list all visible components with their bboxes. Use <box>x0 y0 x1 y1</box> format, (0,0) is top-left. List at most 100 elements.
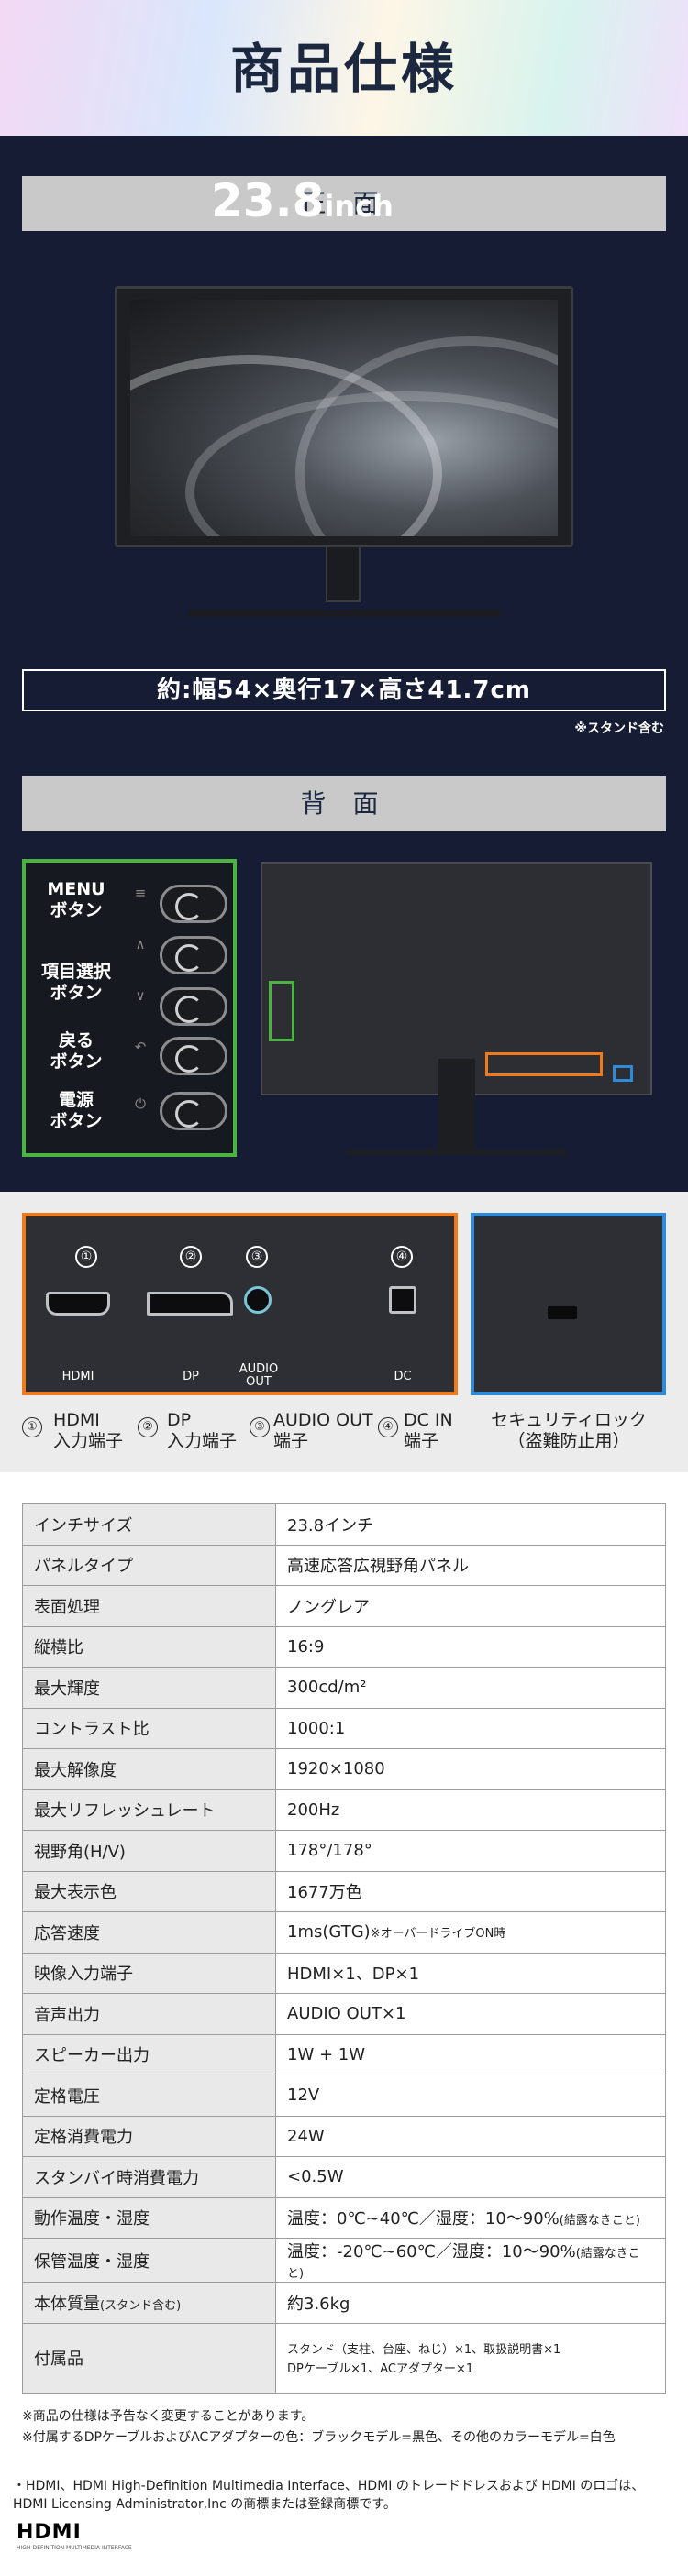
hdmi-logo: HDMI <box>17 2521 82 2544</box>
spec-key: 音声出力 <box>22 1993 276 2035</box>
buttons-highlight <box>269 981 294 1041</box>
dc-in-port-icon <box>389 1286 416 1314</box>
up-button-icon <box>160 936 227 974</box>
spec-key: 本体質量(スタンド含む) <box>22 2282 276 2324</box>
spec-value: 温度：0℃~40℃／湿度：10～90%(結露なきこと) <box>275 2196 666 2239</box>
security-slot-icon <box>548 1306 577 1319</box>
screen-size-label: 23.8inch <box>211 174 394 227</box>
back-section-label: 背 面 <box>22 776 666 831</box>
table-row: 保管温度・湿度温度：-20℃~60℃／湿度：10～90%(結露なきこと) <box>22 2238 666 2283</box>
monitor-back-stand-neck <box>438 1059 475 1155</box>
footer <box>0 2457 688 2576</box>
spec-value: 23.8インチ <box>275 1503 666 1546</box>
spec-key: パネルタイプ <box>22 1544 276 1586</box>
table-row: 本体質量(スタンド含む)約3.6kg <box>22 2282 666 2324</box>
power-symbol-icon: ⏻ <box>135 1095 146 1112</box>
spec-value: 1677万色 <box>275 1870 666 1912</box>
spec-key: 最大表示色 <box>22 1870 276 1912</box>
monitor-back-image <box>261 862 652 1095</box>
ports-highlight <box>485 1052 603 1076</box>
caption-number-3: ③ <box>250 1417 270 1437</box>
monitor-stand-foot <box>188 610 500 617</box>
spec-key: インチサイズ <box>22 1503 276 1546</box>
ports-closeup: ① HDMI ② DP ③ AUDIO OUT ④ DC <box>22 1213 458 1395</box>
title-banner: 商品仕様 <box>0 0 688 136</box>
spec-key: 視野角(H/V) <box>22 1830 276 1872</box>
spec-value: ノングレア <box>275 1585 666 1627</box>
monitor-screen <box>130 300 558 536</box>
spec-key: コントラスト比 <box>22 1707 276 1749</box>
page-title: 商品仕様 <box>229 38 458 100</box>
spec-key: 最大解像度 <box>22 1748 276 1790</box>
spec-value: 温度：-20℃~60℃／湿度：10～90%(結露なきこと) <box>275 2238 666 2283</box>
down-symbol-icon: ∨ <box>135 987 146 1004</box>
hdmi-logo-subtext: HIGH-DEFINITION MULTIMEDIA INTERFACE <box>17 2545 132 2551</box>
spec-key: 縦横比 <box>22 1625 276 1668</box>
up-symbol-icon: ∧ <box>135 936 146 952</box>
spec-value: 1W + 1W <box>275 2033 666 2075</box>
port-number-2: ② <box>180 1246 202 1268</box>
audio-out-port-icon <box>244 1286 272 1314</box>
spec-value: 約3.6kg <box>275 2282 666 2324</box>
footnote-2: ※付属するDPケーブルおよびACアダプターの色：ブラックモデル=黒色、その他のカ… <box>22 2430 616 2445</box>
menu-button-icon <box>160 885 227 923</box>
spec-key: 動作温度・湿度 <box>22 2196 276 2239</box>
security-lock-caption: セキュリティロック（盗難防止用） <box>491 1410 647 1451</box>
dp-port-icon <box>147 1292 233 1316</box>
spec-value: 200Hz <box>275 1789 666 1831</box>
dp-panel-label: DP <box>183 1370 199 1383</box>
spec-value: AUDIO OUT×1 <box>275 1993 666 2035</box>
security-lock-closeup <box>471 1213 666 1395</box>
table-row: 表面処理ノングレア <box>22 1585 666 1627</box>
spec-value: 1ms(GTG)※オーバードライブON時 <box>275 1911 666 1954</box>
power-button-label: 電源ボタン <box>50 1090 103 1131</box>
audio-out-panel-label: AUDIO OUT <box>239 1362 279 1389</box>
port-number-1: ① <box>75 1246 97 1268</box>
dc-panel-label: DC <box>394 1370 412 1383</box>
port-number-4: ④ <box>391 1246 413 1268</box>
caption-number-4: ④ <box>378 1417 398 1437</box>
spec-value: 300cd/m² <box>275 1667 666 1709</box>
footnote-1: ※商品の仕様は予告なく変更することがあります。 <box>22 2409 315 2424</box>
spec-key: 定格消費電力 <box>22 2115 276 2157</box>
monitor-front-image <box>115 286 573 547</box>
hdmi-panel-label: HDMI <box>61 1370 94 1383</box>
return-button-icon <box>160 1037 227 1075</box>
spec-key: 保管温度・湿度 <box>22 2238 276 2283</box>
caption-number-2: ② <box>138 1417 158 1437</box>
menu-symbol-icon: ≡ <box>134 885 147 901</box>
hdmi-port-icon <box>46 1292 110 1316</box>
spec-value: HDMI×1、DP×1 <box>275 1952 666 1994</box>
port-number-3: ③ <box>246 1246 268 1268</box>
spec-key: 応答速度 <box>22 1911 276 1954</box>
spec-value: <0.5W <box>275 2156 666 2198</box>
dimensions-note: ※スタンド含む <box>574 721 664 736</box>
down-button-icon <box>160 987 227 1026</box>
caption-number-1: ① <box>22 1417 42 1437</box>
spec-key: 最大リフレッシュレート <box>22 1789 276 1831</box>
table-row: 視野角(H/V)178°/178° <box>22 1830 666 1872</box>
back-button-label: 戻るボタン <box>50 1030 103 1072</box>
legal-notice: ・HDMI、HDMI High-Definition Multimedia In… <box>13 2479 645 2512</box>
spec-key: スピーカー出力 <box>22 2033 276 2075</box>
spec-value: 24W <box>275 2115 666 2157</box>
spec-value: 178°/178° <box>275 1830 666 1872</box>
